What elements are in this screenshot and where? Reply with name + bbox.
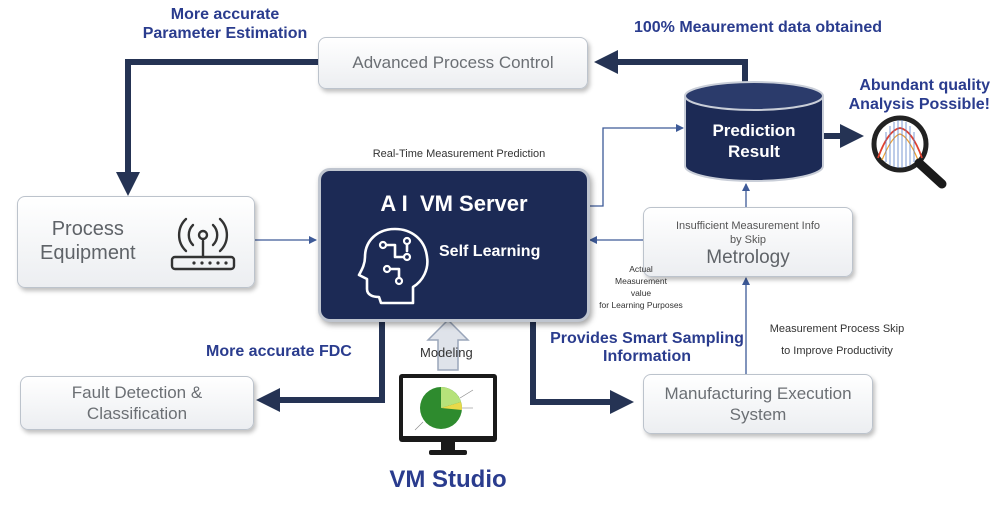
- ai-vm-server-box: A I VM Server Self Learning: [318, 168, 590, 322]
- server-subtitle: Self Learning: [439, 243, 541, 260]
- process-skip-label: Measurement Process Skip to Improve Prod…: [769, 323, 905, 357]
- actual-measurement-label: Actual Measurement value for Learning Pu…: [599, 264, 683, 310]
- param-estimation-label: More accurate Parameter Estimation: [142, 6, 308, 42]
- more-accurate-fdc-label: More accurate FDC: [206, 343, 352, 360]
- smart-sampling-label: Provides Smart Sampling Information: [550, 330, 744, 365]
- realtime-prediction-label: Real-Time Measurement Prediction: [372, 148, 546, 160]
- fdc-box: Fault Detection & Classification: [20, 376, 254, 430]
- vm-studio-label: VM Studio: [389, 466, 507, 493]
- abundant-analysis-label: Abundant quality Analysis Possible!: [848, 77, 990, 113]
- apc-label: Advanced Process Control: [352, 53, 554, 72]
- mes-label: Manufacturing Execution System: [664, 384, 852, 424]
- metrology-box: Insufficient Measurement Info by Skip Me…: [643, 207, 853, 277]
- monitor-icon: [399, 374, 497, 455]
- by-skip-label: by Skip: [729, 234, 767, 246]
- modeling-label: Modeling: [420, 345, 473, 360]
- arrow-apc-to-process: [116, 59, 318, 196]
- prediction-result-label: Prediction Result: [712, 121, 796, 161]
- arrow-server-to-prediction: [585, 124, 684, 207]
- arrow-server-to-fdc: [256, 318, 385, 412]
- insufficient-info-label: Insufficient Measurement Info: [675, 220, 821, 232]
- arrow-server-to-mes: [530, 318, 634, 414]
- fdc-label: Fault Detection & Classification: [71, 383, 203, 423]
- process-equipment-box: Process Equipment: [17, 196, 255, 288]
- modeling-up-arrow-icon: [426, 318, 470, 371]
- magnifier-icon: [871, 115, 947, 189]
- prediction-result-cylinder: [684, 81, 824, 182]
- measurement-obtained-label: 100% Meaurement data obtained: [633, 19, 883, 36]
- metrology-content: Insufficient Measurement Info by Skip Me…: [675, 219, 821, 268]
- mes-box: Manufacturing Execution System: [643, 374, 873, 434]
- metrology-label: Metrology: [706, 247, 790, 268]
- server-title: A I VM Server: [380, 191, 528, 216]
- brain-icon: [357, 227, 429, 305]
- process-equipment-label: Process Equipment: [40, 218, 136, 264]
- apc-box: Advanced Process Control: [318, 37, 588, 89]
- router-icon: [170, 217, 236, 271]
